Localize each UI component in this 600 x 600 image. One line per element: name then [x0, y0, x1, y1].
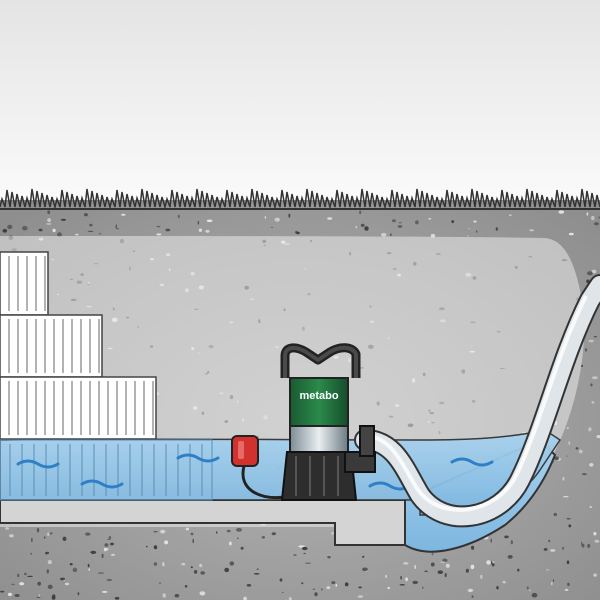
discharge-hose: [354, 274, 600, 528]
float-switch: [231, 435, 286, 500]
stacked-boxes: [0, 251, 157, 440]
submerged-boxes: [0, 439, 213, 501]
submersible-pump: metabo: [280, 343, 376, 501]
grass-line: [0, 188, 600, 210]
pump-brand-label: metabo: [299, 390, 338, 402]
sky-background: [0, 0, 600, 200]
